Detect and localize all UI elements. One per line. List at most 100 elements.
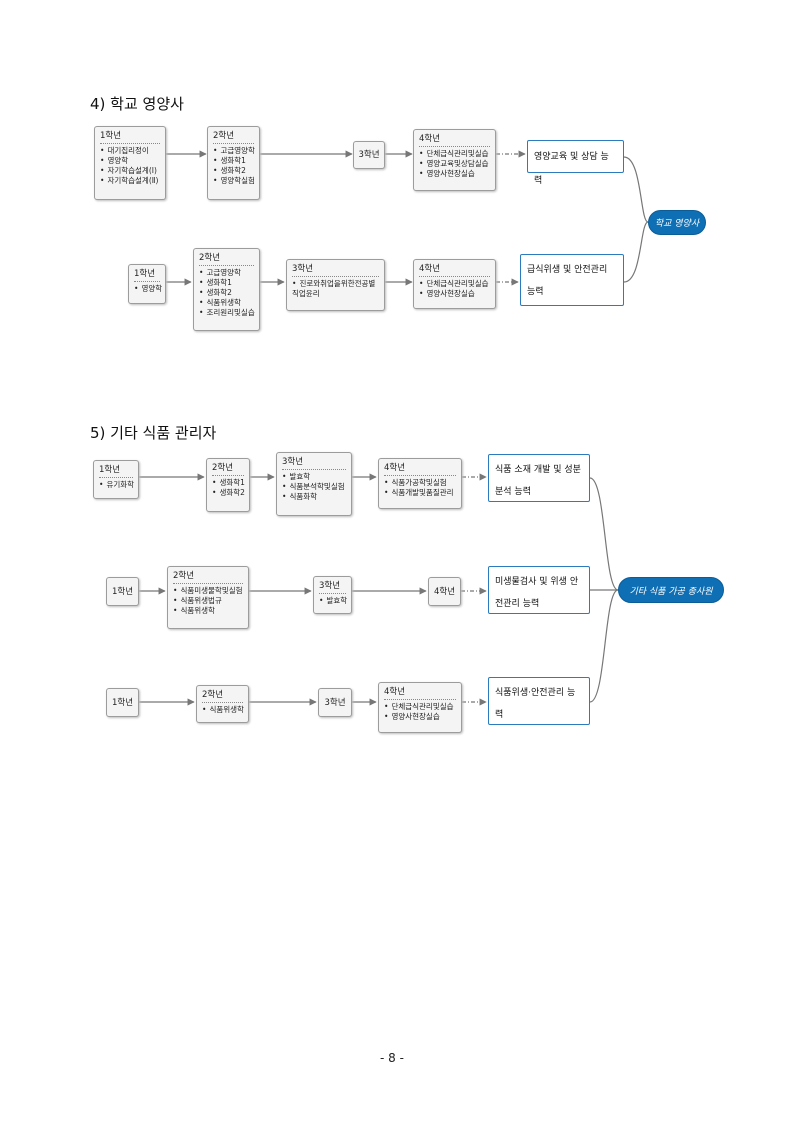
career-target-label: 기타 식품 가공 종사원 xyxy=(629,586,713,597)
course-item: 영양학 xyxy=(100,156,160,166)
year-box: 1학년 영양학 xyxy=(128,264,166,304)
course-item: 고급영양학 xyxy=(213,146,255,156)
course-item: 영양학 xyxy=(134,284,162,294)
year-heading: 4학년 xyxy=(419,134,441,144)
year-heading: 2학년 xyxy=(199,253,221,263)
year-box: 3학년 발효학 xyxy=(313,576,352,614)
course-item: 식품위생학 xyxy=(199,298,254,308)
connector xyxy=(589,477,619,591)
course-item: 발효학 xyxy=(319,596,347,606)
competency-label: 력 xyxy=(495,710,504,720)
course-item: 자기학습설계(Ⅰ) xyxy=(100,166,160,176)
course-item: 생화학2 xyxy=(213,166,254,176)
course-item: 고급영양학 xyxy=(199,268,254,278)
course-item: 영양사현장실습 xyxy=(419,169,490,179)
connector xyxy=(623,156,649,223)
course-item: 식품가공학및실험 xyxy=(384,478,456,488)
year-heading: 1학년 xyxy=(111,697,134,708)
competency-box: 식품 소재 개발 및 성분 분석 능력 xyxy=(488,454,590,502)
year-box: 3학년 진로와취업을위한전공별 직업윤리 xyxy=(286,259,385,311)
career-target-badge: 기타 식품 가공 종사원 xyxy=(618,577,724,603)
year-box: 2학년 고급영양학 생화학1 생화학2 영양학실험 xyxy=(207,126,260,200)
year-box: 2학년 식품위생학 xyxy=(196,685,249,723)
year-box: 2학년 생화학1 생화학2 xyxy=(206,458,250,512)
year-heading: 3학년 xyxy=(292,264,314,274)
course-item: 유기화학 xyxy=(99,480,134,490)
year-box: 1학년 대기집리정이 영양학 자기학습설계(Ⅰ) 자기학습설계(Ⅱ) xyxy=(94,126,166,200)
connector xyxy=(623,221,649,283)
competency-box: 영양교육 및 상담 능력 xyxy=(527,140,624,186)
course-item: 영양사현장실습 xyxy=(384,712,456,722)
course-item: 영양교육및상담실습 xyxy=(419,159,490,169)
year-box: 1학년 유기화학 xyxy=(93,460,139,499)
competency-label: 미생물검사 및 위생 안 xyxy=(495,577,579,587)
year-box: 2학년 고급영양학 생화학1 생화학2 식품위생학 조리원리및실습 xyxy=(193,248,260,331)
course-item: 단체급식관리및실습 xyxy=(384,702,456,712)
year-heading: 3학년 xyxy=(319,581,341,591)
course-item: 생화학2 xyxy=(199,288,254,298)
course-item: 식품화학 xyxy=(282,492,346,502)
course-item: 생화학1 xyxy=(199,278,254,288)
page-number: - 8 - xyxy=(380,1051,404,1065)
year-heading: 3학년 xyxy=(324,697,346,708)
course-item: 진로와취업을위한전공별 xyxy=(292,279,379,289)
year-heading: 4학년 xyxy=(433,586,456,597)
year-box: 1학년 xyxy=(106,688,139,717)
course-item: 식품분석학및실험 xyxy=(282,482,346,492)
year-heading: 3학년 xyxy=(358,150,380,160)
year-heading: 1학년 xyxy=(99,465,121,475)
year-heading: 2학년 xyxy=(202,690,224,700)
competency-label: 능력 xyxy=(527,287,544,297)
year-box: 4학년 식품가공학및실험 식품개발및품질관리 xyxy=(378,458,462,509)
year-box: 3학년 발효학 식품분석학및실험 식품화학 xyxy=(276,452,352,516)
year-heading: 4학년 xyxy=(419,264,441,274)
year-box: 4학년 단체급식관리및실습 영양교육및상담실습 영양사현장실습 xyxy=(413,129,496,191)
career-target-badge: 학교 영양사 xyxy=(648,210,706,235)
course-item: 대기집리정이 xyxy=(100,146,160,156)
year-heading: 2학년 xyxy=(173,571,195,581)
year-heading: 2학년 xyxy=(213,131,235,141)
year-box: 3학년 xyxy=(353,141,385,169)
year-heading: 1학년 xyxy=(134,269,156,279)
course-item: 조리원리및실습 xyxy=(199,308,254,318)
course-item: 식품미생물학및실험 xyxy=(173,586,243,596)
course-item: 단체급식관리및실습 xyxy=(419,149,490,159)
competency-label: 식품 소재 개발 및 성분 xyxy=(495,465,581,475)
course-item: 영양사현장실습 xyxy=(419,289,490,299)
year-box: 3학년 xyxy=(318,688,352,717)
year-box: 1학년 xyxy=(106,577,139,606)
career-target-label: 학교 영양사 xyxy=(654,219,700,229)
year-heading: 4학년 xyxy=(384,687,406,697)
competency-label: 분석 능력 xyxy=(495,487,531,497)
competency-label: 영양교육 및 상담 능력 xyxy=(534,152,609,186)
course-item: 생화학1 xyxy=(212,478,244,488)
year-box: 4학년 단체급식관리및실습 영양사현장실습 xyxy=(413,259,496,309)
connector xyxy=(589,589,619,703)
course-item: 영양학실험 xyxy=(213,176,255,186)
year-box: 2학년 식품미생물학및실험 식품위생법규 식품위생학 xyxy=(167,566,249,629)
competency-box: 급식위생 및 안전관리 능력 xyxy=(520,254,624,306)
year-box: 4학년 단체급식관리및실습 영양사현장실습 xyxy=(378,682,462,733)
competency-label: 급식위생 및 안전관리 xyxy=(527,265,608,275)
course-item: 식품위생학 xyxy=(173,606,243,616)
course-item-continued: 직업윤리 xyxy=(292,289,320,298)
section-title: 5) 기타 식품 관리자 xyxy=(90,424,217,442)
year-heading: 1학년 xyxy=(111,586,134,597)
course-item: 발효학 xyxy=(282,472,346,482)
competency-box: 식품위생·안전관리 능 력 xyxy=(488,677,590,725)
course-item: 식품위생법규 xyxy=(173,596,243,606)
course-item: 식품위생학 xyxy=(202,705,244,715)
year-heading: 2학년 xyxy=(212,463,234,473)
course-item: 생화학2 xyxy=(212,488,244,498)
course-item: 생화학1 xyxy=(213,156,254,166)
course-item: 식품개발및품질관리 xyxy=(384,488,456,498)
year-heading: 4학년 xyxy=(384,463,406,473)
competency-label: 식품위생·안전관리 능 xyxy=(495,688,576,698)
year-box: 4학년 xyxy=(428,577,461,606)
competency-box: 미생물검사 및 위생 안 전관리 능력 xyxy=(488,566,590,614)
section-title: 4) 학교 영양사 xyxy=(90,95,184,113)
course-item: 단체급식관리및실습 xyxy=(419,279,490,289)
competency-label: 전관리 능력 xyxy=(495,599,540,609)
year-heading: 1학년 xyxy=(100,131,122,141)
